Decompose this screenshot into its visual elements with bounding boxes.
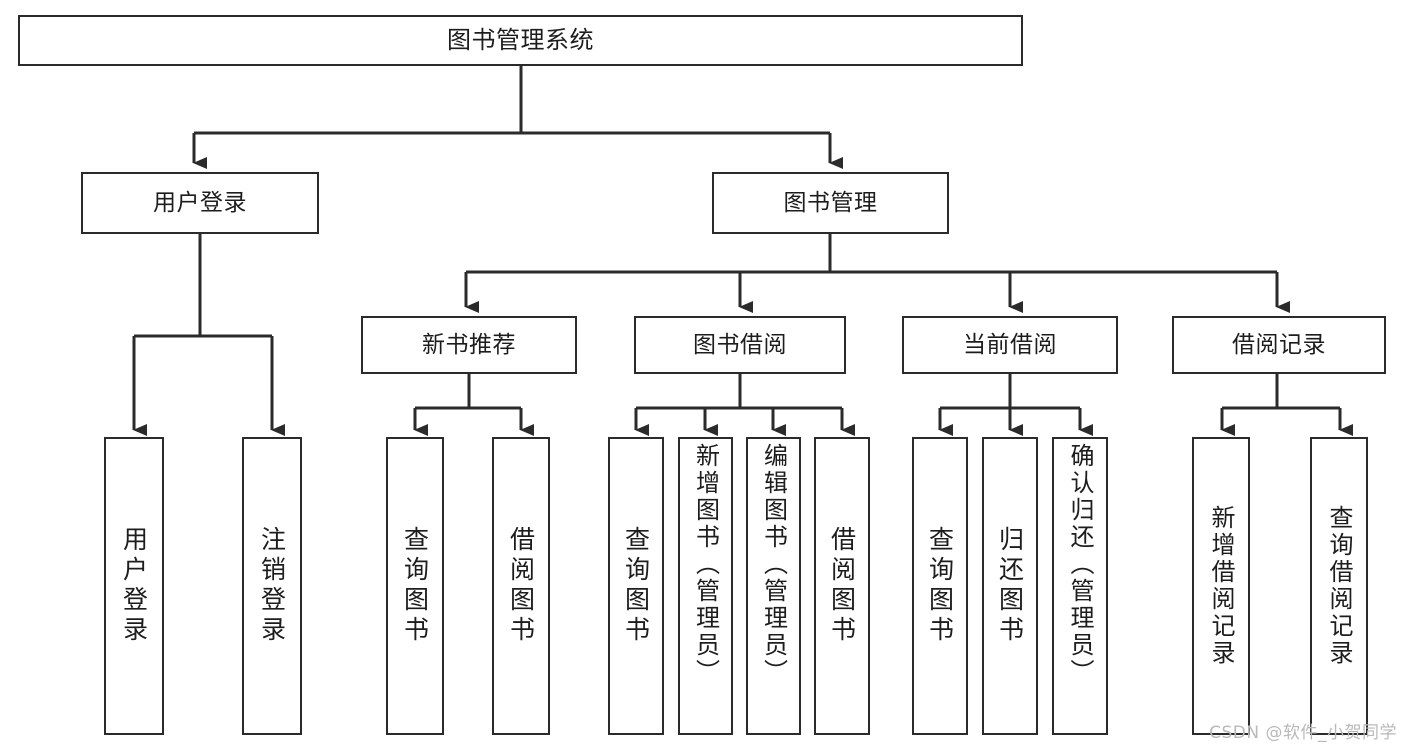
node-leaf-query-borrow-record-label: 查询借阅记录 — [1325, 505, 1353, 667]
node-leaf-add-book-admin[interactable]: 新增图书（管理员） — [678, 437, 733, 735]
node-book-borrow[interactable]: 图书借阅 — [634, 316, 846, 374]
node-leaf-borrow-book-1[interactable]: 借阅图书 — [492, 437, 550, 735]
csdn-watermark: CSDN @软件_小贺同学 — [1209, 723, 1397, 743]
node-book-borrow-label: 图书借阅 — [693, 331, 787, 358]
node-leaf-user-login[interactable]: 用户登录 — [104, 437, 164, 735]
node-leaf-borrow-book-1-label: 借阅图书 — [506, 526, 536, 646]
node-new-book-recommend[interactable]: 新书推荐 — [361, 316, 577, 374]
node-leaf-query-book-3-label: 查询图书 — [925, 526, 955, 646]
node-leaf-query-borrow-record[interactable]: 查询借阅记录 — [1310, 437, 1368, 735]
node-borrow-record-label: 借阅记录 — [1232, 331, 1326, 358]
node-current-borrow[interactable]: 当前借阅 — [902, 316, 1118, 374]
node-book-manage-label: 图书管理 — [783, 189, 878, 216]
node-leaf-user-login-label: 用户登录 — [119, 526, 149, 646]
node-leaf-add-borrow-record-label: 新增借阅记录 — [1207, 505, 1235, 667]
node-user-login[interactable]: 用户登录 — [81, 172, 319, 234]
node-leaf-logout-login[interactable]: 注销登录 — [242, 437, 302, 735]
node-leaf-logout-login-label: 注销登录 — [257, 526, 287, 646]
node-leaf-add-book-admin-label: 新增图书（管理员） — [691, 443, 720, 686]
node-leaf-query-book-1-label: 查询图书 — [400, 526, 430, 646]
node-leaf-confirm-return-admin[interactable]: 确认归还（管理员） — [1052, 437, 1108, 735]
node-leaf-add-borrow-record[interactable]: 新增借阅记录 — [1192, 437, 1250, 735]
node-root-system[interactable]: 图书管理系统 — [18, 15, 1023, 66]
node-leaf-borrow-book-2[interactable]: 借阅图书 — [814, 437, 870, 735]
node-new-book-recommend-label: 新书推荐 — [422, 331, 516, 358]
node-leaf-return-book-label: 归还图书 — [995, 526, 1025, 646]
node-leaf-edit-book-admin[interactable]: 编辑图书（管理员） — [746, 437, 801, 735]
node-current-borrow-label: 当前借阅 — [963, 331, 1057, 358]
node-user-login-label: 用户登录 — [153, 189, 247, 216]
node-book-manage[interactable]: 图书管理 — [712, 172, 949, 234]
node-leaf-query-book-3[interactable]: 查询图书 — [912, 437, 968, 735]
node-leaf-query-book-1[interactable]: 查询图书 — [386, 437, 444, 735]
node-leaf-edit-book-admin-label: 编辑图书（管理员） — [759, 443, 788, 686]
node-leaf-query-book-2[interactable]: 查询图书 — [608, 437, 664, 735]
node-borrow-record[interactable]: 借阅记录 — [1172, 316, 1386, 374]
node-leaf-return-book[interactable]: 归还图书 — [982, 437, 1038, 735]
node-leaf-query-book-2-label: 查询图书 — [621, 526, 651, 646]
node-leaf-borrow-book-2-label: 借阅图书 — [827, 526, 857, 646]
node-root-system-label: 图书管理系统 — [447, 25, 594, 54]
node-leaf-confirm-return-admin-label: 确认归还（管理员） — [1066, 443, 1094, 686]
